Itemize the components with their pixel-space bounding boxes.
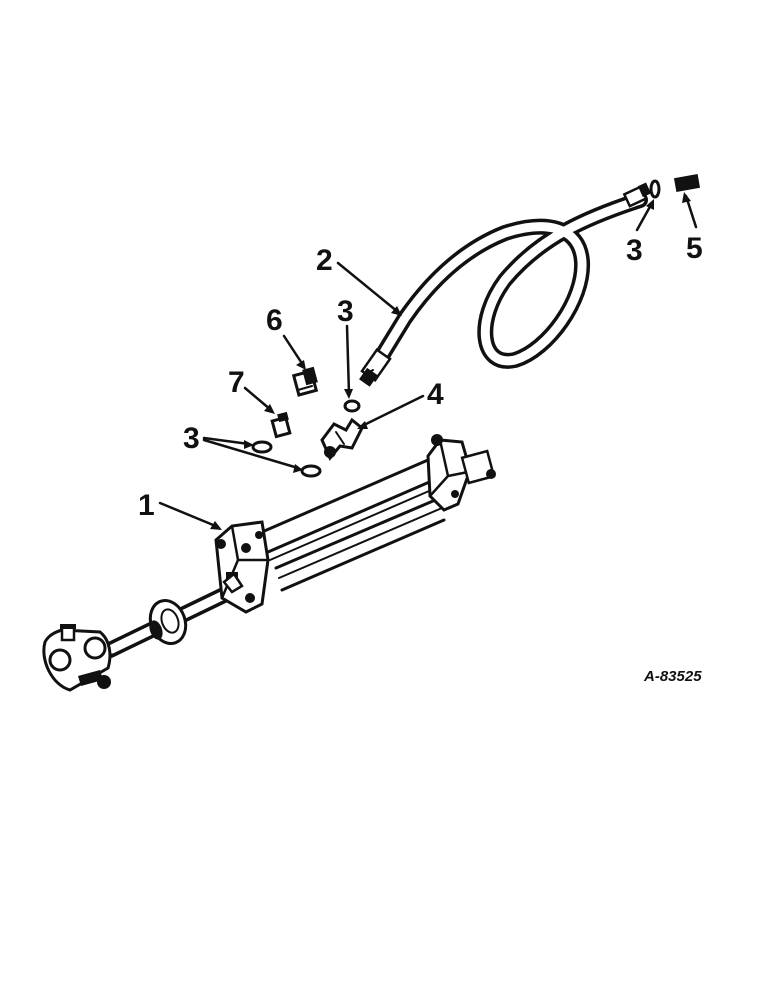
hydraulic-hose <box>359 182 652 387</box>
o-ring-3-left-lower <box>300 464 322 478</box>
rod-wiper-disc <box>148 599 188 645</box>
o-ring-3-top <box>649 179 661 199</box>
callout-7: 7 <box>228 366 245 399</box>
o-ring-3-left-upper <box>251 440 273 454</box>
cylinder-front-head <box>214 520 270 614</box>
callout-3-top: 3 <box>626 234 643 267</box>
leader-lines <box>158 192 698 530</box>
hose-upper-fitting <box>622 182 652 208</box>
callout-5: 5 <box>686 232 703 265</box>
connector-5 <box>673 174 701 192</box>
plug-7 <box>270 411 292 439</box>
callout-2: 2 <box>316 244 333 277</box>
callout-3-middle: 3 <box>337 295 354 328</box>
hose-lower-fitting <box>359 348 392 387</box>
callout-1: 1 <box>138 489 155 522</box>
callout-3-left: 3 <box>183 422 200 455</box>
cylinder-rear-head <box>426 434 496 512</box>
figure-id: A-83525 <box>643 668 702 685</box>
callout-6: 6 <box>266 304 283 337</box>
swivel-elbow-fitting <box>320 417 364 461</box>
adapter-fitting-6 <box>291 366 319 397</box>
rod-clevis <box>42 624 112 692</box>
callout-4: 4 <box>427 378 444 411</box>
hydraulic-cylinder <box>42 434 496 692</box>
o-ring-3-middle <box>343 399 361 413</box>
